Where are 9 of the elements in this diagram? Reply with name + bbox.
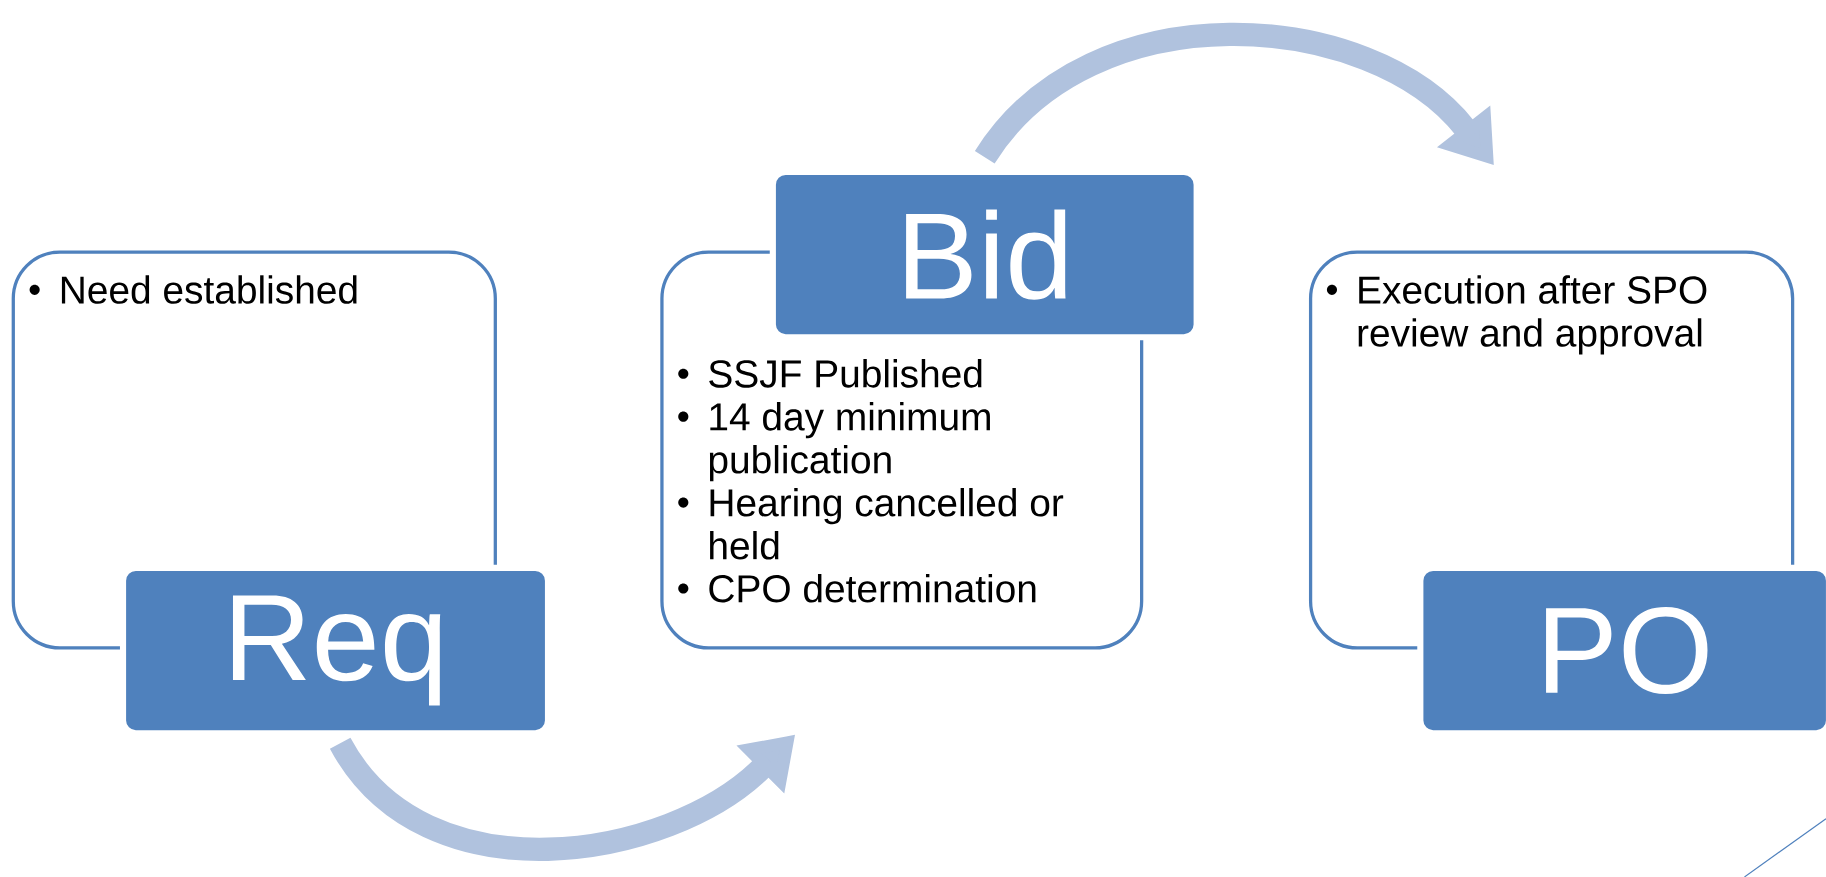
bullet-text: 14 day minimum publication [678, 402, 990, 482]
stage-box: Bid [769, 168, 1200, 341]
bullet-text: Execution after SPO review and approval [1326, 275, 1707, 355]
stage-box: Req [119, 564, 552, 737]
bullet-text: SSJF Published [678, 359, 982, 388]
bullet-text: CPO determination [678, 574, 1036, 603]
bullet-text: Need established [29, 275, 357, 304]
bullet-text: Hearing cancelled or held [678, 488, 1064, 560]
stage-box: PO [1417, 564, 1826, 737]
